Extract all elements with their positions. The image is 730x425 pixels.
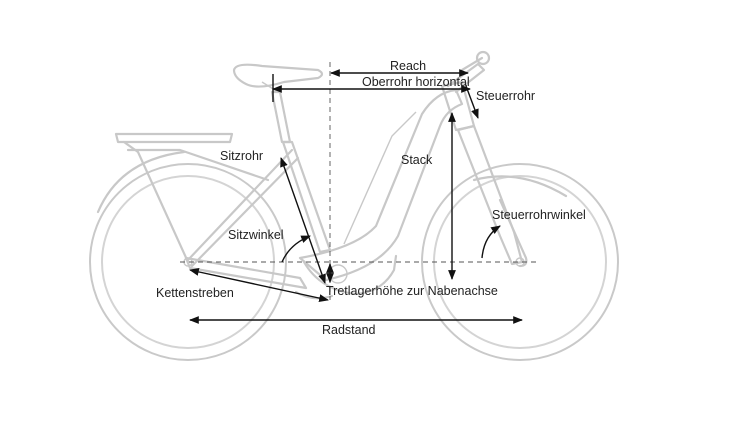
label-seat-tube: Sitzrohr [220,149,263,163]
front-fender [472,175,568,198]
rear-rack [114,132,270,264]
label-top-tube: Oberrohr horizontal [362,75,470,89]
head-tube [440,80,528,268]
label-wheelbase: Radstand [322,323,376,337]
label-head-angle: Steuerrohrwinkel [492,208,586,222]
chainstay-line [189,268,329,302]
label-seat-angle: Sitzwinkel [228,228,284,242]
down-tube [298,88,464,282]
bike-outline [89,50,619,361]
labels: Reach Oberrohr horizontal Steuerrohr Sit… [156,59,586,337]
label-bb-height: Tretlagerhöhe zur Nabenachse [326,284,498,298]
head-angle-arc [481,225,501,259]
dimension-lines [189,69,523,324]
label-stack: Stack [401,153,433,167]
label-chainstays: Kettenstreben [156,286,234,300]
seat-tube-line [280,157,326,284]
saddle [232,63,324,88]
label-head-tube: Steuerrohr [476,89,535,103]
seat-angle-arc [281,235,311,263]
rear-triangle [184,148,308,290]
head-tube-arc [465,85,479,119]
guide-lines [180,62,540,300]
rear-fender [96,150,186,214]
label-reach: Reach [390,59,426,73]
